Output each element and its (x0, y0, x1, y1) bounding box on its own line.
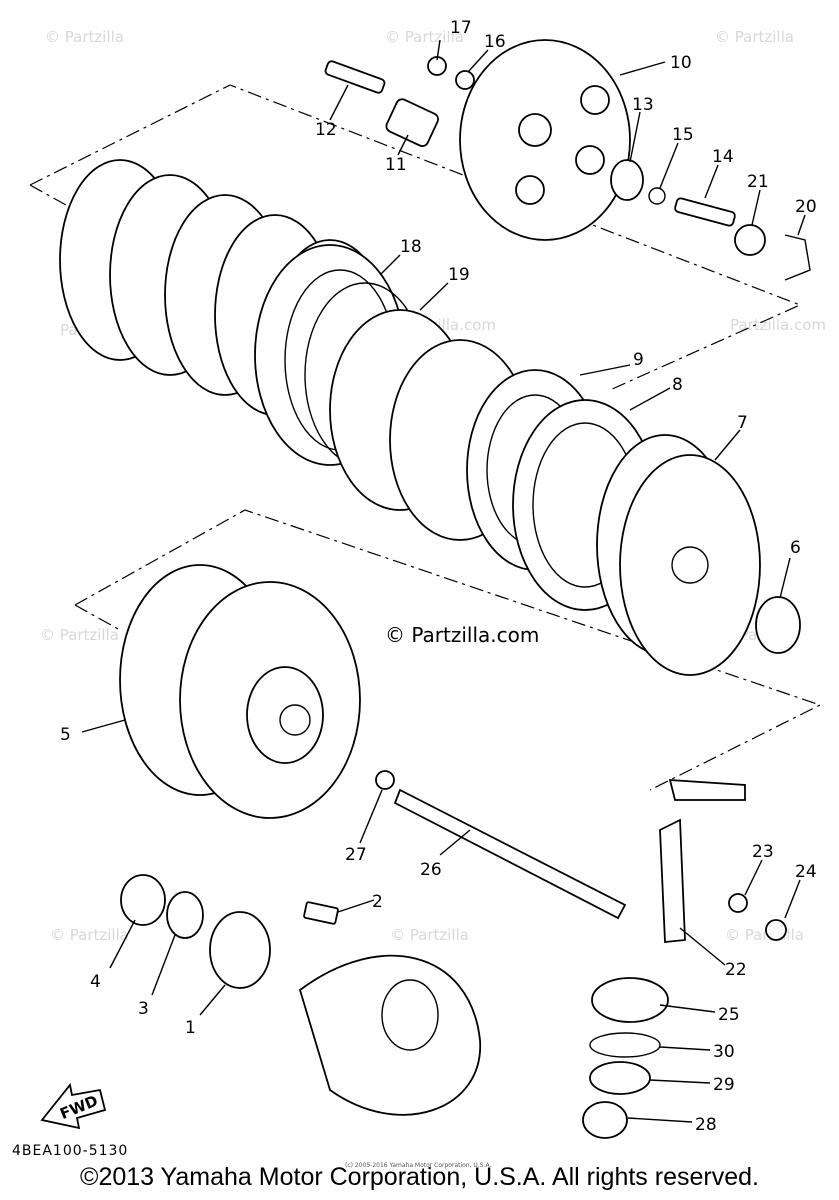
small-credit: (c) 2005-2016 Yamaha Motor Corporation, … (345, 1162, 491, 1169)
washer-23 (728, 893, 748, 913)
callout-25: 25 (718, 1005, 740, 1025)
callout-27: 27 (345, 845, 367, 865)
lower-parts (120, 770, 787, 1139)
callout-18: 18 (400, 237, 422, 257)
watermark: © Partzilla (50, 926, 129, 944)
washer-16 (455, 70, 475, 90)
bolt-12 (324, 60, 386, 94)
washer-6 (755, 596, 801, 654)
kick-lever-arm (668, 779, 746, 801)
clutch-boss-7-face (619, 454, 761, 676)
watermark: © Partzilla (725, 926, 804, 944)
diagram-code: 4BEA100-5130 (12, 1143, 128, 1159)
callout-12: 12 (315, 120, 337, 140)
callout-21: 21 (747, 172, 769, 192)
callout-14: 14 (712, 147, 734, 167)
callout-23: 23 (752, 842, 774, 862)
callout-numbers: 17 16 10 12 11 13 15 14 21 20 18 19 9 8 … (60, 18, 817, 1135)
crankcase-outline (298, 954, 481, 1116)
lower-frame-end (74, 604, 121, 631)
washer-3 (166, 891, 204, 939)
callout-16: 16 (484, 32, 506, 52)
fwd-arrow-icon (40, 1082, 107, 1130)
ball-27 (375, 770, 395, 790)
callout-11: 11 (385, 155, 407, 175)
callout-1: 1 (185, 1018, 196, 1038)
callout-10: 10 (670, 53, 692, 73)
callout-4: 4 (90, 972, 101, 992)
oil-seal-29 (589, 1061, 651, 1095)
upper-frame-end (29, 184, 76, 211)
watermark: © Partzilla (385, 28, 464, 46)
callout-13: 13 (632, 95, 654, 115)
boss (515, 175, 545, 205)
fwd-arrow: FWD (40, 1082, 107, 1130)
callout-2: 2 (372, 892, 383, 912)
bolt-24 (765, 919, 787, 941)
gear-hub (246, 666, 324, 764)
upper-frame (29, 84, 802, 391)
gear-bore (279, 704, 311, 736)
lock-washer-20 (784, 234, 811, 281)
callout-28: 28 (695, 1115, 717, 1135)
leader-lines (81, 39, 806, 1123)
callout-24: 24 (795, 862, 817, 882)
kick-shaft-22 (659, 818, 686, 943)
callout-15: 15 (672, 125, 694, 145)
watermark: © Partzilla (390, 926, 469, 944)
small-parts-top (324, 56, 811, 281)
nut-21 (734, 224, 766, 256)
push-rod-26 (393, 788, 627, 920)
circlip-30 (589, 1032, 661, 1058)
boss (575, 145, 605, 175)
bushing-28 (582, 1101, 628, 1139)
callout-3: 3 (138, 999, 149, 1019)
lower-frame (74, 509, 822, 791)
boss (518, 113, 552, 147)
callout-29: 29 (713, 1075, 735, 1095)
clutch-boss-7-hub (671, 546, 709, 584)
watermark: © Partzilla (45, 28, 124, 46)
callout-6: 6 (790, 538, 801, 558)
bearing-4 (120, 874, 166, 926)
callout-20: 20 (795, 197, 817, 217)
crankcase-bore (381, 979, 439, 1051)
gear-1 (209, 911, 271, 989)
spring-11 (385, 98, 439, 147)
push-rod-14 (674, 197, 736, 227)
watermark: Partzilla.com (730, 316, 826, 334)
callout-7: 7 (737, 413, 748, 433)
callout-26: 26 (420, 860, 442, 880)
boss (580, 85, 610, 115)
callout-9: 9 (633, 350, 644, 370)
pressure-plate-10 (459, 39, 631, 241)
callout-19: 19 (448, 265, 470, 285)
washer-13 (610, 159, 644, 201)
primary-gear-5 (119, 564, 361, 819)
ring-15 (648, 187, 666, 205)
callout-30: 30 (713, 1042, 735, 1062)
watermark: © Partzilla (715, 28, 794, 46)
key-2 (303, 901, 339, 925)
guide-frames (29, 84, 822, 791)
copyright-notice: ©2013 Yamaha Motor Corporation, U.S.A. A… (80, 1163, 759, 1191)
watermark-center: © Partzilla.com (385, 623, 539, 647)
watermark: © Partzilla (40, 626, 119, 644)
callout-17: 17 (450, 18, 472, 38)
callout-22: 22 (725, 960, 747, 980)
callout-5: 5 (60, 725, 71, 745)
clutch-plate-stack (59, 159, 761, 676)
callout-8: 8 (672, 375, 683, 395)
spring-25 (591, 977, 669, 1023)
